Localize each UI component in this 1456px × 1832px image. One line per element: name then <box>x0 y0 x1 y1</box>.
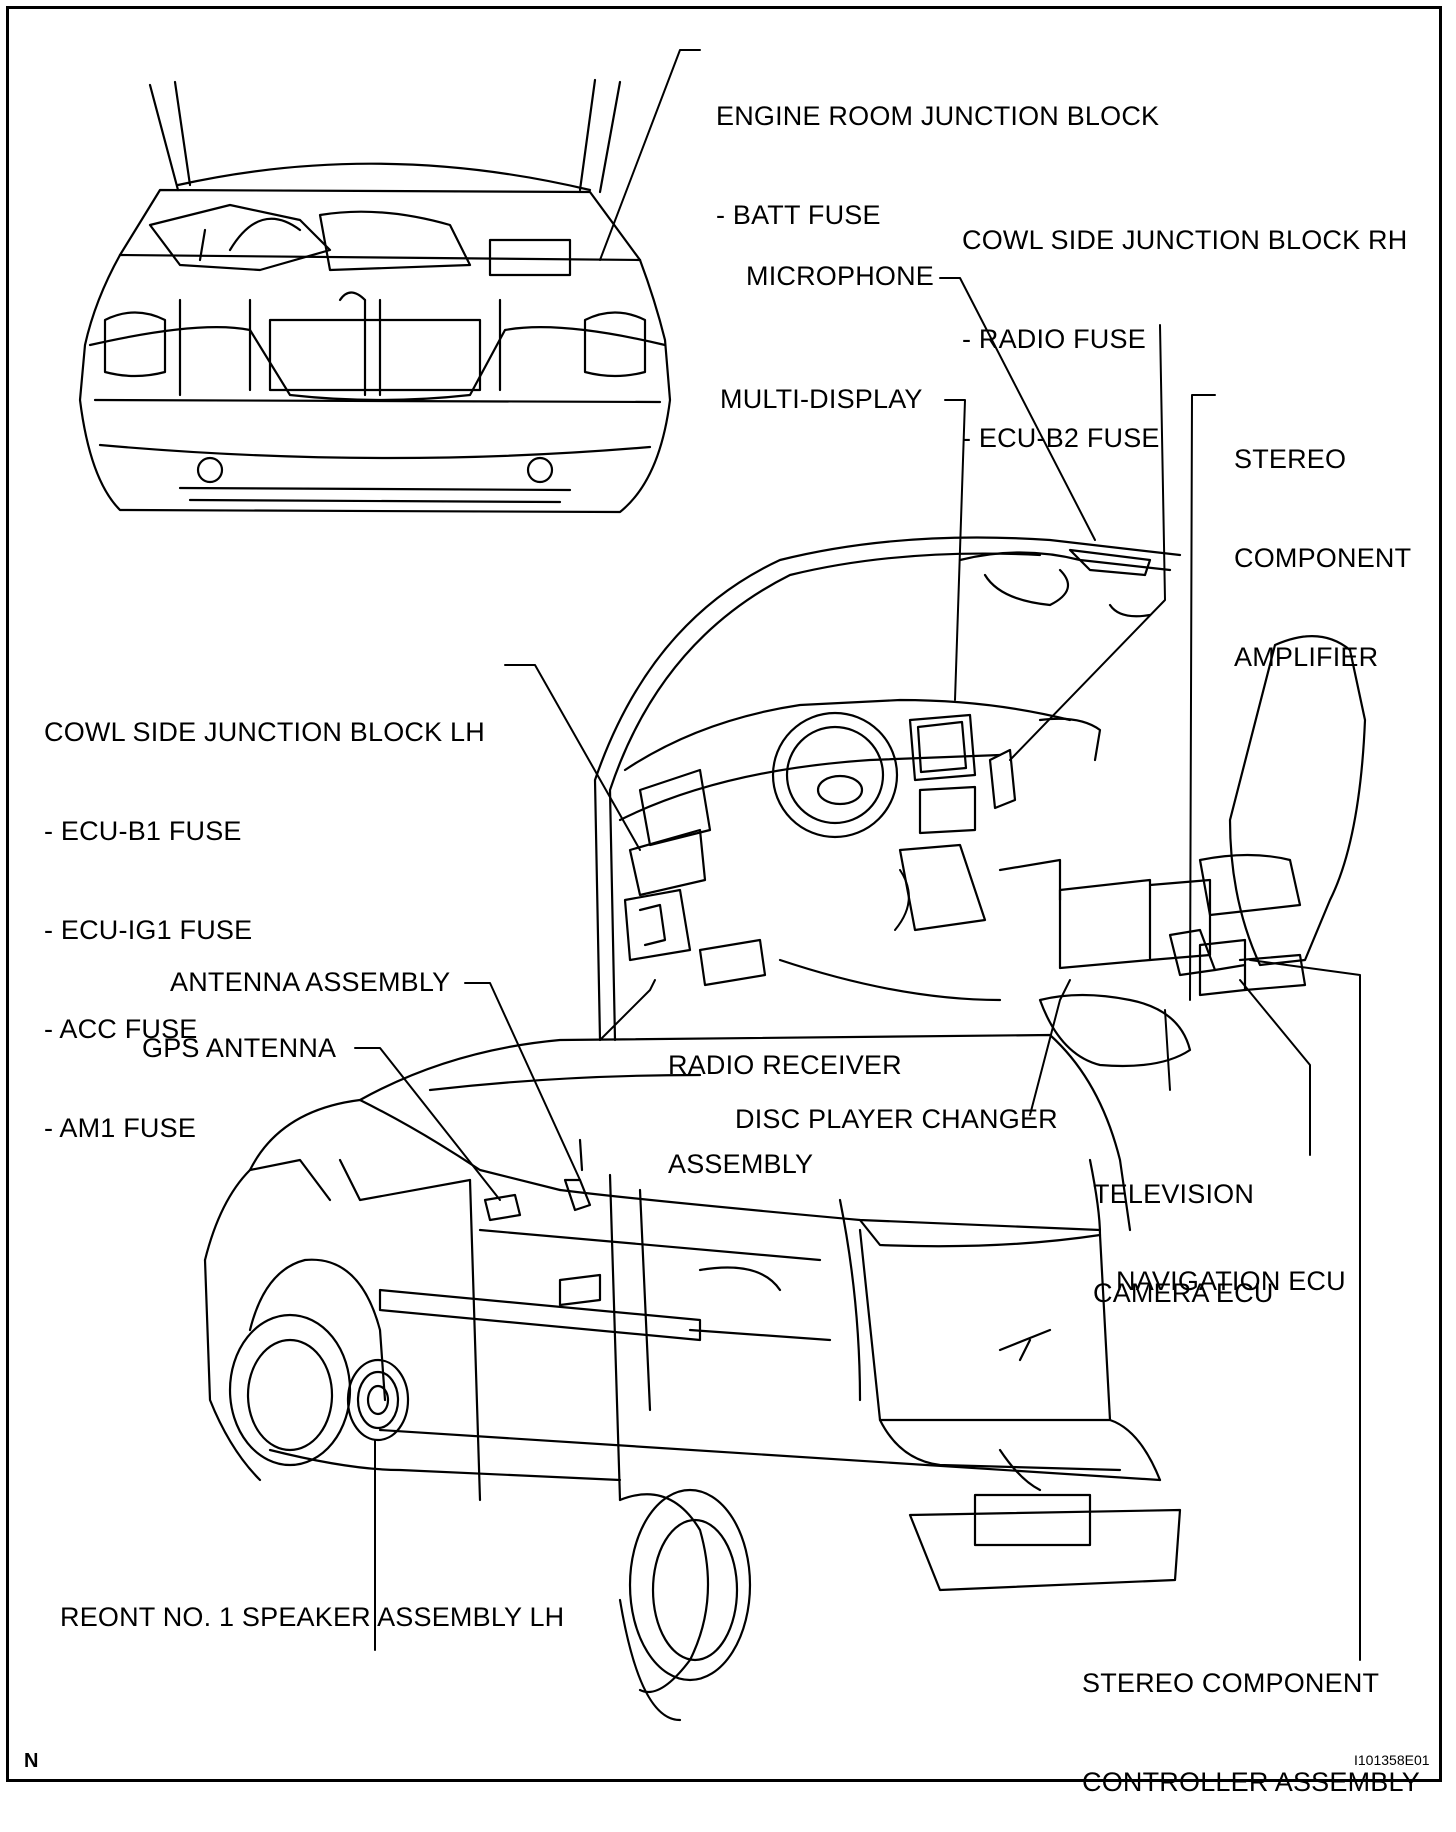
label-line: COMPONENT <box>1234 543 1412 573</box>
north-mark: N <box>24 1750 39 1772</box>
label-line: - ECU-B2 FUSE <box>962 423 1160 453</box>
label-antenna-assembly: ANTENNA ASSEMBLY <box>170 967 451 997</box>
label-line: ENGINE ROOM JUNCTION BLOCK <box>716 101 1160 131</box>
label-line: ASSEMBLY <box>668 1149 814 1179</box>
label-disc-player-changer: DISC PLAYER CHANGER <box>735 1104 1058 1134</box>
label-line: STEREO <box>1234 444 1347 474</box>
label-cowl-side-jb-rh: COWL SIDE JUNCTION BLOCK RH - RADIO FUSE… <box>962 158 1407 488</box>
front-view-car <box>78 78 672 514</box>
label-line: - ACC FUSE <box>44 1014 198 1044</box>
label-line: - BATT FUSE <box>716 200 881 230</box>
label-television-camera-ecu: TELEVISION CAMERA ECU <box>1093 1112 1274 1343</box>
label-multi-display: MULTI-DISPLAY <box>720 384 923 414</box>
label-gps-antenna: GPS ANTENNA <box>142 1033 337 1063</box>
label-line: AMPLIFIER <box>1234 642 1379 672</box>
label-stereo-component-amplifier: STEREO COMPONENT AMPLIFIER <box>1234 377 1411 707</box>
label-line: COWL SIDE JUNCTION BLOCK LH <box>44 717 485 747</box>
label-line: - ECU-B1 FUSE <box>44 816 242 846</box>
label-line: - ECU-IG1 FUSE <box>44 915 253 945</box>
label-line: - AM1 FUSE <box>44 1113 197 1143</box>
label-front-speaker-lh: REONT NO. 1 SPEAKER ASSEMBLY LH <box>60 1602 565 1632</box>
label-radio-receiver-assembly: RADIO RECEIVER ASSEMBLY <box>668 983 902 1214</box>
label-line: CAMERA ECU <box>1093 1278 1274 1308</box>
label-line: TELEVISION <box>1093 1179 1255 1209</box>
label-cowl-side-jb-lh: COWL SIDE JUNCTION BLOCK LH - ECU-B1 FUS… <box>44 650 485 1178</box>
suv-exterior <box>203 1033 1182 1722</box>
label-navigation-ecu: NAVIGATION ECU <box>1116 1266 1346 1296</box>
leader-lines <box>354 49 1361 1661</box>
cabin-interior <box>593 536 1367 1068</box>
label-line: STEREO COMPONENT <box>1082 1668 1380 1698</box>
label-line: RADIO RECEIVER <box>668 1050 902 1080</box>
label-stereo-component-controller: STEREO COMPONENT CONTROLLER ASSEMBLY <box>1082 1601 1420 1832</box>
figure-id: I101358E01 <box>1354 1752 1430 1768</box>
label-line: COWL SIDE JUNCTION BLOCK RH <box>962 225 1408 255</box>
diagram-frame <box>6 6 1442 1782</box>
label-engine-room-junction-block: ENGINE ROOM JUNCTION BLOCK - BATT FUSE <box>716 34 1159 265</box>
label-line: - RADIO FUSE <box>962 324 1146 354</box>
label-microphone: MICROPHONE <box>746 261 935 291</box>
vehicle-illustration <box>78 49 1367 1722</box>
label-line: CONTROLLER ASSEMBLY <box>1082 1767 1420 1797</box>
